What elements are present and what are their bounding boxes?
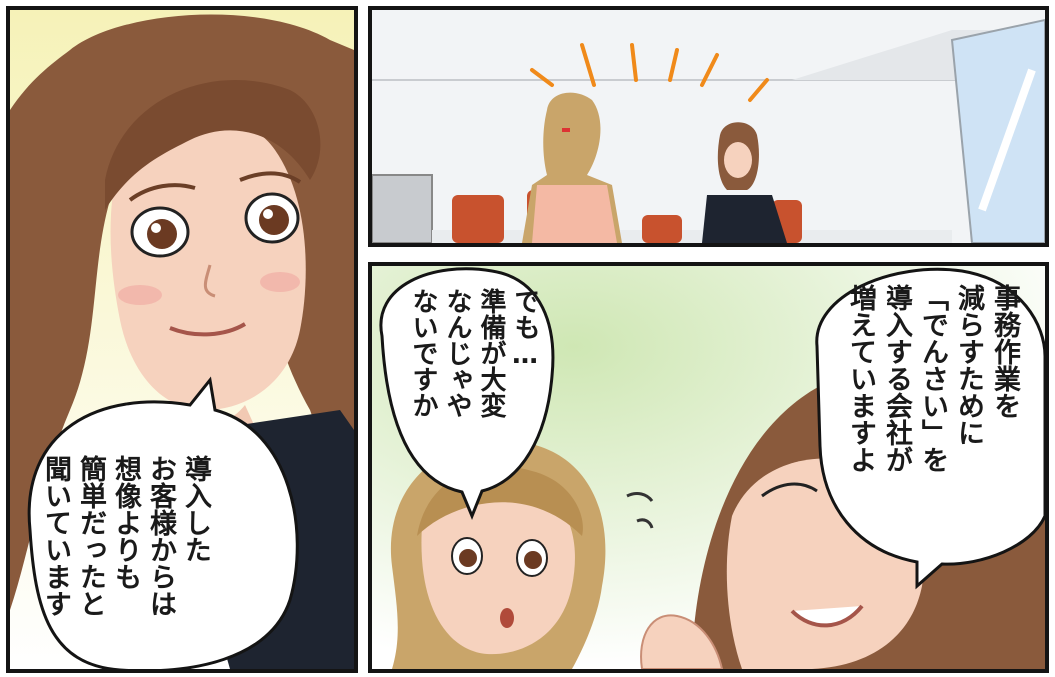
panel-top-right	[368, 6, 1049, 247]
speech-line: 「でんさい」を	[917, 284, 948, 473]
speech-bubble-woman	[815, 267, 1045, 590]
speech-text-girl: でも… 準備が大変 なんじゃや ないですか	[406, 288, 542, 468]
hand	[640, 614, 724, 669]
chair	[452, 195, 504, 243]
cabinet	[372, 174, 433, 243]
speech-line: ないですか	[408, 288, 438, 418]
speech-bubble-girl	[379, 267, 555, 520]
speech-line: でも…	[510, 288, 540, 370]
speech-line: 簡単だったと	[75, 455, 106, 617]
speech-text-woman: 事務作業を 減らすために 「でんさい」を 導入する会社が 増えていますよ	[842, 284, 1022, 534]
panel-left-art	[10, 10, 354, 669]
surprise-lines	[530, 43, 769, 102]
table	[432, 230, 952, 243]
chair	[642, 215, 682, 243]
speech-line: なんじゃや	[442, 288, 472, 418]
speech-line: 聞いています	[40, 455, 71, 617]
blonde-girl-face	[421, 477, 575, 655]
panel-bottom-right: 事務作業を 減らすために 「でんさい」を 導入する会社が 増えていますよ でも……	[368, 262, 1049, 673]
speech-line: 準備が大変	[476, 288, 506, 418]
office-scene	[372, 10, 1045, 243]
speech-bubble-left	[27, 376, 299, 669]
speech-line: 減らすために	[953, 284, 984, 446]
speech-line: 導入した	[180, 455, 211, 563]
speech-line: 導入する会社が	[881, 284, 912, 473]
panel-left: 導入した お客様からは 想像よりも 簡単だったと 聞いています	[6, 6, 358, 673]
window	[950, 18, 1045, 243]
speech-text-left: 導入した お客様からは 想像よりも 簡単だったと 聞いています	[38, 455, 213, 665]
woman-face	[110, 115, 306, 411]
conversation-scene	[372, 266, 1045, 669]
speech-line: 想像よりも	[110, 455, 141, 590]
speech-line: お客様からは	[145, 455, 176, 617]
speech-line: 事務作業を	[989, 284, 1020, 419]
speech-line: 増えていますよ	[845, 284, 876, 473]
